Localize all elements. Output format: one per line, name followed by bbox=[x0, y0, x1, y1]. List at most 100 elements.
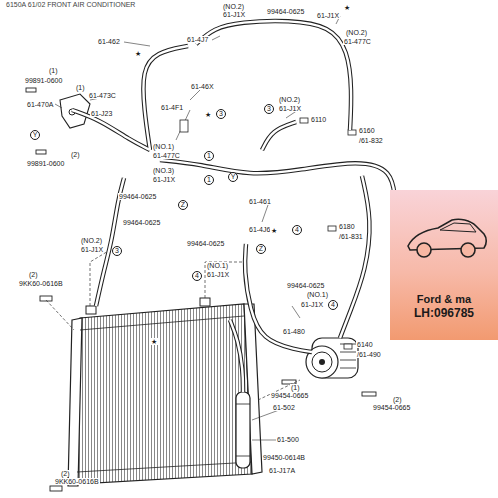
pipe-inner bbox=[340, 176, 369, 338]
part-number: 61-J1X bbox=[152, 176, 176, 183]
pipe-inner bbox=[143, 46, 188, 150]
part-number: ★ bbox=[134, 50, 142, 57]
reference-line bbox=[46, 250, 300, 400]
part-number: (2) bbox=[392, 396, 403, 403]
part-number: 61-J1X bbox=[222, 11, 246, 18]
part-number: 61-J1X bbox=[206, 271, 230, 278]
pipe-outline bbox=[196, 21, 351, 130]
part-number: 61-4J7 bbox=[186, 36, 209, 43]
part-number: 61-4J6 bbox=[248, 226, 271, 233]
callout-letter: 4 bbox=[292, 225, 302, 235]
callout-letter: Z bbox=[256, 244, 266, 254]
part-number: (1) bbox=[48, 67, 59, 74]
part-number: /61-832 bbox=[358, 137, 384, 144]
part-number: (NO.2) bbox=[278, 96, 301, 103]
receiver-drier bbox=[236, 392, 250, 468]
callout-letter: 3 bbox=[216, 109, 226, 119]
callout-letter: Z bbox=[178, 200, 188, 210]
part-number: ★ bbox=[204, 111, 212, 118]
part-number: 61-461 bbox=[248, 198, 272, 205]
part-number: 9KK60-0616B bbox=[18, 280, 64, 287]
pipe-outline bbox=[160, 160, 395, 200]
pipe-outline bbox=[340, 176, 369, 338]
callout-letter: 3 bbox=[264, 104, 274, 114]
part-number: 61-J1X bbox=[300, 301, 324, 308]
part-number: (NO.1) bbox=[306, 291, 329, 298]
part-number: 6160 bbox=[358, 127, 376, 134]
part-number: 61-J17A bbox=[268, 467, 296, 474]
part-number: 99464-0625 bbox=[122, 219, 161, 226]
callout-letter: 4 bbox=[328, 300, 338, 310]
part-number: (NO.2) bbox=[80, 237, 103, 244]
callout-letter: Y bbox=[228, 172, 238, 182]
part-number: ★ bbox=[343, 4, 351, 11]
part-number: (NO.2) bbox=[345, 29, 368, 36]
condenser bbox=[68, 298, 262, 486]
part-number: 61-500 bbox=[276, 436, 300, 443]
car-icon bbox=[404, 212, 488, 260]
bolt bbox=[26, 88, 376, 491]
diagram-title: 6150A 61/02 FRONT AIR CONDITIONER bbox=[6, 1, 135, 8]
part-number: 61-J23 bbox=[90, 110, 113, 117]
part-number: 6110 bbox=[310, 116, 327, 123]
part-number: 99464-0625 bbox=[186, 240, 225, 247]
part-number: ★ bbox=[270, 227, 278, 234]
part-number: 61-4F1 bbox=[160, 104, 184, 111]
part-number: 99454-0665 bbox=[270, 392, 309, 399]
part-number: (2) bbox=[60, 470, 71, 477]
pipe-inner bbox=[72, 110, 150, 150]
refrigerant-pipe bbox=[72, 21, 395, 392]
part-number: 61-46X bbox=[190, 83, 215, 90]
part-number: 9KK60-0616B bbox=[54, 478, 100, 485]
pipe-inner bbox=[245, 244, 312, 352]
part-number: /61-831 bbox=[338, 233, 364, 240]
part-number: 61-J1X bbox=[80, 246, 104, 253]
part-number: 61-473C bbox=[88, 92, 117, 99]
part-number: (2) bbox=[70, 151, 81, 158]
callout-letter: 3 bbox=[112, 246, 122, 256]
part-number: 99464-0625 bbox=[286, 282, 325, 289]
pipe-inner bbox=[196, 21, 351, 130]
pipe-outline bbox=[230, 320, 243, 392]
pipe-outline bbox=[245, 244, 312, 352]
part-number: 61-462 bbox=[97, 38, 121, 45]
leader-line bbox=[55, 16, 340, 440]
pipe-inner bbox=[160, 160, 395, 200]
part-number: (NO.3) bbox=[152, 167, 175, 174]
banner-box: Ford & maLH:096785 bbox=[390, 190, 498, 340]
part-number: (NO.1) bbox=[152, 143, 175, 150]
banner-text: LH:096785 bbox=[414, 306, 474, 322]
compressor bbox=[306, 338, 358, 378]
callout-letter: Y bbox=[30, 130, 40, 140]
callout-letter: 1 bbox=[204, 175, 214, 185]
part-number: (1) bbox=[290, 384, 301, 391]
sensor-icon bbox=[180, 118, 356, 349]
part-number: 61-J1X bbox=[316, 12, 340, 19]
part-number: 61-477C bbox=[152, 152, 181, 159]
part-number: (NO.2) bbox=[222, 3, 245, 10]
part-number: 61-J1X bbox=[278, 105, 302, 112]
part-number: 6180 bbox=[338, 223, 356, 230]
part-number: 99891-0600 bbox=[26, 160, 65, 167]
pipe-outline bbox=[143, 46, 188, 150]
callout-letter: 4 bbox=[192, 271, 202, 281]
part-number: 99891-0600 bbox=[24, 77, 63, 84]
part-number: 61-470A bbox=[26, 101, 54, 108]
banner-text: Ford & ma bbox=[417, 292, 471, 306]
part-number: (NO.1) bbox=[206, 262, 229, 269]
part-number: ★ bbox=[150, 338, 158, 345]
pipe-inner bbox=[230, 320, 243, 392]
pipe-outline bbox=[72, 110, 150, 150]
part-number: 61-480 bbox=[282, 328, 306, 335]
part-number: 99464-0625 bbox=[266, 8, 305, 15]
part-number: 99464-0625 bbox=[118, 193, 157, 200]
part-number: 99454-0665 bbox=[372, 404, 411, 411]
part-number: 6140 bbox=[356, 341, 374, 348]
part-number: 61-502 bbox=[272, 404, 296, 411]
part-number: 99450-0614B bbox=[262, 454, 306, 461]
pipe-outline bbox=[262, 122, 296, 150]
part-number: /61-490 bbox=[356, 351, 382, 358]
pipe-inner bbox=[262, 122, 296, 150]
part-number: (1) bbox=[75, 84, 86, 91]
part-number: (2) bbox=[28, 271, 39, 278]
